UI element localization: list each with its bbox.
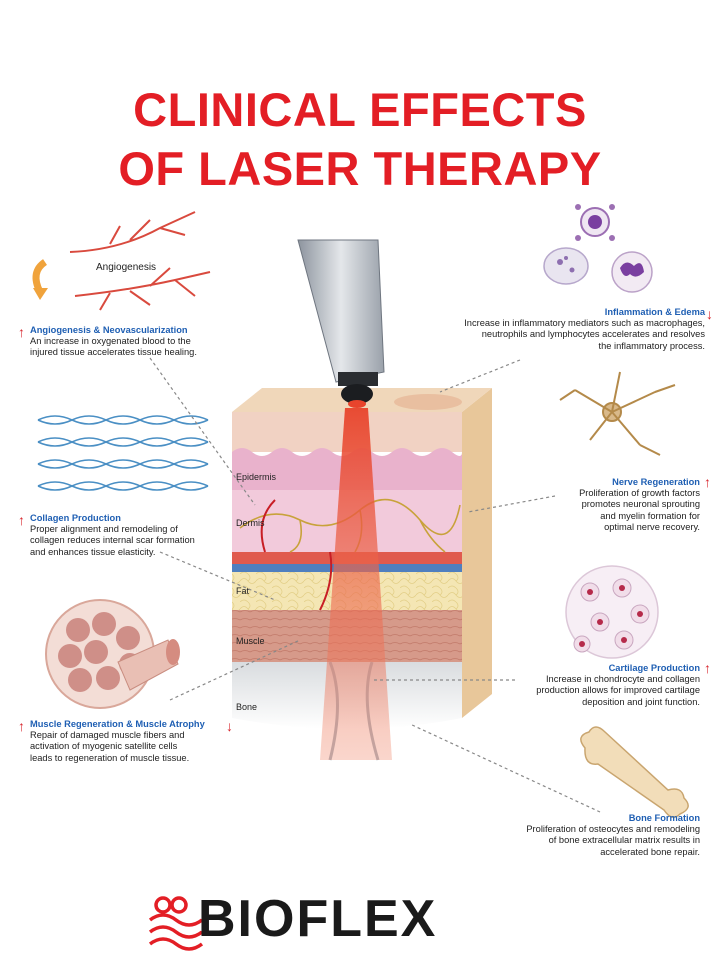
capillaries — [260, 499, 333, 611]
increase-arrow-icon: ↑ — [18, 512, 25, 528]
increase-arrow-icon: ↑ — [704, 660, 711, 676]
muscle-bundle-illustration — [45, 599, 180, 709]
probe-tip — [338, 372, 378, 386]
collagen-illustration — [37, 415, 209, 491]
effect-nerve-line: Proliferation of growth factors — [579, 488, 700, 498]
effect-bone-line: accelerated bone repair. — [600, 846, 700, 857]
increase-arrow-icon: ↑ — [704, 474, 711, 490]
leader-lines — [149, 357, 601, 813]
effect-muscle: Muscle Regeneration & Muscle Atrophy Rep… — [30, 718, 250, 764]
layer-label-dermis: Dermis — [236, 518, 265, 528]
effect-angiogenesis-title: Angiogenesis & Neovascularization — [30, 325, 188, 335]
effect-nerve-line: promotes neuronal sprouting — [581, 499, 700, 510]
angiogenesis-arrowhead — [33, 288, 48, 300]
increase-arrow-icon: ↑ — [18, 718, 25, 734]
laser-probe — [297, 239, 385, 383]
decrease-arrow-icon: ↓ — [706, 306, 713, 322]
laser-beam — [320, 408, 392, 760]
effect-muscle-line: activation of myogenic satellite cells — [30, 741, 178, 752]
effect-inflammation-line: the inflammatory process. — [598, 340, 705, 351]
effect-muscle-line: Repair of damaged muscle fibers and — [30, 730, 185, 740]
laser-emitter — [348, 400, 366, 408]
effect-collagen: Collagen Production Proper alignment and… — [30, 512, 260, 558]
effect-bone-line: Proliferation of osteocytes and remodeli… — [526, 824, 700, 834]
effect-nerve-line: optimal nerve recovery. — [604, 521, 700, 532]
effect-cartilage-title: Cartilage Production — [608, 663, 700, 673]
effect-nerve: Nerve Regeneration Proliferation of grow… — [520, 476, 700, 533]
chondrocytes-illustration — [565, 565, 659, 659]
layer-label-epidermis: Epidermis — [236, 472, 277, 482]
increase-arrow-icon: ↑ — [18, 324, 25, 340]
angiogenesis-arrow — [32, 259, 48, 294]
title-line-2: OF LASER THERAPY — [118, 142, 602, 195]
effect-nerve-line: and myelin formation for — [600, 510, 700, 521]
effect-collagen-line: collagen reduces internal scar formation — [30, 535, 195, 546]
effect-collagen-title: Collagen Production — [30, 513, 121, 523]
block-side-face — [462, 388, 492, 718]
bone-illustration — [580, 726, 689, 818]
effect-angiogenesis: Angiogenesis & Neovascularization An inc… — [30, 324, 270, 359]
effect-angiogenesis-line: injured tissue accelerates tissue healin… — [30, 347, 197, 358]
effect-nerve-title: Nerve Regeneration — [612, 477, 700, 487]
effect-collagen-line: Proper alignment and remodeling of — [30, 524, 178, 534]
layer-label-bone: Bone — [236, 702, 258, 712]
effect-bone-line: of bone extracellular matrix results in — [548, 835, 700, 846]
inflammation-site — [394, 394, 462, 410]
effect-cartilage: Cartilage Production Increase in chondro… — [490, 662, 700, 708]
effect-inflammation: Inflammation & Edema Increase in inflamm… — [410, 306, 705, 352]
effect-inflammation-title: Inflammation & Edema — [604, 307, 705, 317]
effect-muscle-line: leads to regeneration of muscle tissue. — [30, 752, 190, 763]
effect-inflammation-line: neutrophils and lymphocytes accelerates … — [481, 329, 705, 340]
bioflex-logo-mark — [148, 896, 204, 951]
effect-inflammation-line: Increase in inflammatory mediators such … — [464, 318, 705, 328]
layer-label-muscle: Muscle — [236, 636, 265, 646]
effect-muscle-title: Muscle Regeneration & Muscle Atrophy — [30, 719, 205, 729]
inflammation-cells-illustration — [543, 204, 653, 293]
probe-lens — [341, 384, 373, 404]
neuron-illustration — [559, 371, 676, 456]
effect-collagen-line: and enhances tissue elasticity. — [30, 546, 156, 557]
decrease-arrow-icon: ↓ — [226, 718, 233, 734]
brand-wordmark: BIOFLEX — [198, 890, 438, 948]
title-line-1: CLINICAL EFFECTS — [133, 83, 587, 136]
effect-bone-title: Bone Formation — [628, 813, 700, 823]
effect-cartilage-line: Increase in chondrocyte and collagen — [545, 674, 700, 684]
effect-cartilage-line: production allows for improved cartilage — [536, 685, 700, 696]
effect-angiogenesis-line: An increase in oxygenated blood to the — [30, 336, 191, 346]
effect-cartilage-line: deposition and joint function. — [582, 696, 700, 707]
angiogenesis-illustration — [69, 211, 211, 311]
effect-bone: Bone Formation Proliferation of osteocyt… — [470, 812, 700, 858]
angiogenesis-inset-label: Angiogenesis — [96, 262, 157, 273]
layer-label-fat: Fat — [236, 586, 250, 596]
